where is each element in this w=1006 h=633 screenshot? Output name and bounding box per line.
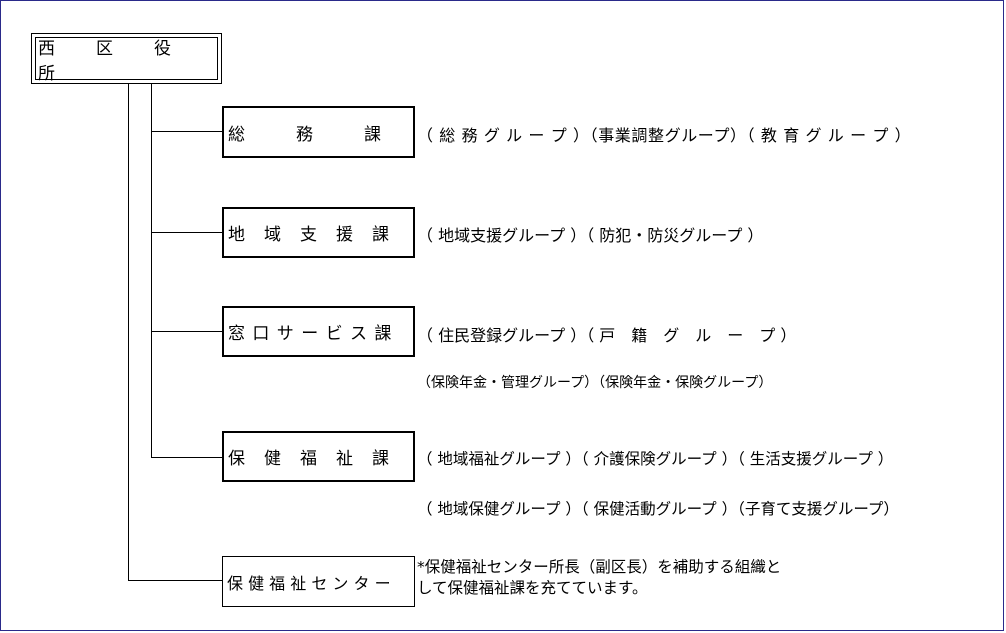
root-office-inner: 西 区 役 所: [35, 37, 218, 84]
center-note: *保健福祉センター所長（副区長）を補助する組織と して保健福祉課を充てています。: [417, 557, 817, 599]
division-center-label: 保 健 福 祉 セ ン タ ー: [227, 573, 391, 593]
connector-outer-vertical: [128, 84, 129, 581]
center-note-line-1: *保健福祉センター所長（副区長）を補助する組織と: [417, 558, 782, 576]
center-note-line-2: して保健福祉課を充てています。: [417, 579, 648, 597]
connector-somu: [151, 131, 223, 132]
division-somu-label: 総 務 課: [228, 124, 381, 145]
division-hoken-label: 保 健 福 祉 課: [228, 449, 390, 469]
connector-chiiki: [151, 232, 223, 233]
division-hoken-box: 保 健 福 祉 課: [222, 431, 415, 482]
division-somu-box: 総 務 課: [222, 106, 415, 158]
division-madoguchi-groups-2: （保険年金・管理グループ）（保険年金・保険グループ）: [417, 375, 773, 391]
connector-center: [128, 580, 223, 581]
connector-madoguchi: [151, 331, 223, 332]
root-office-box: 西 区 役 所: [31, 33, 222, 84]
connector-hoken: [151, 457, 223, 458]
division-madoguchi-label: 窓 口 サ ー ビ ス 課: [228, 324, 393, 344]
division-hoken-groups-2: （ 地域保健グループ ）（ 保健活動グループ ）（子育て支援グループ）: [417, 500, 899, 518]
division-somu-groups: （ 総 務 グ ル ー プ ）（事業調整グループ）（ 教 育 グ ル ー プ ）: [417, 126, 912, 145]
division-madoguchi-box: 窓 口 サ ー ビ ス 課: [222, 306, 415, 357]
root-office-label: 西 区 役 所: [38, 38, 212, 84]
division-hoken-groups: （ 地域福祉グループ ）（ 介護保険グループ ）（ 生活支援グループ ）: [417, 450, 894, 468]
division-chiiki-box: 地 域 支 援 課: [222, 207, 415, 258]
division-chiiki-label: 地 域 支 援 課: [228, 225, 390, 245]
division-madoguchi-groups: （ 住民登録グループ ）（ 戸 籍 グ ル ー プ ）: [417, 326, 797, 345]
division-center-box: 保 健 福 祉 セ ン タ ー: [222, 556, 415, 607]
division-chiiki-groups: （ 地域支援グループ ）（ 防犯・防災グループ ）: [417, 226, 764, 245]
connector-inner-vertical: [151, 84, 152, 458]
